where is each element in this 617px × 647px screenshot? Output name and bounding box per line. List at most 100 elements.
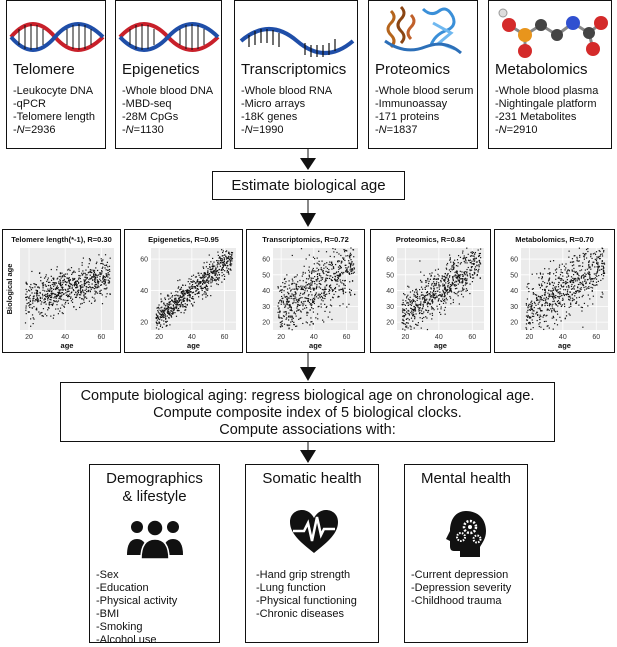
scatter-point	[407, 327, 409, 329]
scatter-point	[85, 285, 87, 288]
scatter-point	[228, 273, 230, 275]
scatter-point	[425, 280, 427, 282]
scatter-point	[419, 307, 421, 309]
scatter-point	[602, 269, 605, 272]
scatter-point	[322, 319, 324, 321]
scatter-point	[159, 325, 162, 328]
scatter-point	[212, 267, 214, 270]
scatter-point	[179, 295, 181, 297]
scatter-point	[404, 323, 406, 325]
scatter-point	[86, 282, 88, 284]
scatter-point	[296, 300, 299, 302]
scatter-point	[75, 280, 77, 282]
scatter-point	[462, 250, 464, 252]
scatter-point	[96, 261, 98, 263]
scatter-point	[574, 277, 576, 280]
scatter-point	[63, 305, 65, 307]
scatter-point	[182, 292, 184, 294]
scatter-point	[305, 281, 307, 284]
scatter-point	[202, 275, 204, 278]
scatter-point	[287, 307, 289, 309]
scatter-point	[223, 273, 225, 276]
scatter-point	[422, 297, 424, 299]
scatter-point	[196, 293, 198, 295]
scatter-point	[443, 293, 445, 295]
scatter-point	[478, 254, 481, 257]
scatter-point	[572, 299, 574, 301]
scatter-point	[94, 285, 96, 287]
scatter-point	[213, 261, 215, 263]
scatter-point	[51, 290, 53, 292]
scatter-point	[447, 278, 449, 280]
scatter-point	[187, 295, 189, 297]
scatter-point	[455, 274, 457, 277]
scatter-point	[278, 316, 280, 318]
scatter-point	[437, 299, 440, 301]
scatter-point	[433, 288, 435, 290]
scatter-point	[571, 261, 573, 263]
scatter-point	[561, 294, 563, 297]
scatter-point	[50, 275, 52, 277]
scatter-point	[578, 275, 580, 277]
scatter-point	[194, 293, 196, 296]
scatter-point	[431, 312, 433, 315]
scatter-point	[402, 315, 404, 317]
scatter-point	[163, 320, 165, 322]
scatter-point	[206, 277, 209, 279]
scatter-point	[575, 271, 577, 273]
scatter-point	[196, 285, 199, 287]
scatter-point	[460, 293, 463, 295]
scatter-point	[463, 288, 465, 290]
scatter-point	[158, 304, 160, 306]
scatter-point	[229, 256, 232, 258]
scatter-point	[217, 261, 219, 264]
scatter-point	[570, 288, 573, 290]
scatter-point	[529, 309, 531, 311]
scatter-point	[578, 279, 580, 281]
scatter-point	[309, 324, 311, 326]
scatter-point	[315, 296, 318, 298]
scatter-point	[218, 271, 220, 274]
scatter-point	[294, 291, 297, 293]
scatter-point	[181, 304, 184, 306]
scatter-point	[73, 284, 75, 286]
scatter-point	[55, 288, 57, 291]
scatter-point	[440, 281, 442, 283]
scatter-point	[529, 322, 531, 324]
scatter-point	[158, 312, 160, 314]
scatter-point	[447, 273, 449, 275]
scatter-point	[227, 265, 229, 267]
scatter-point	[57, 294, 60, 297]
scatter-point	[446, 299, 448, 301]
scatter-point	[577, 286, 579, 288]
scatter-point	[579, 281, 581, 284]
scatter-point	[328, 268, 330, 271]
scatter-point	[175, 299, 177, 301]
scatter-point	[329, 287, 332, 289]
scatter-point	[568, 250, 570, 252]
scatter-point	[167, 306, 169, 308]
scatter-point	[289, 290, 292, 292]
scatter-point	[281, 297, 283, 300]
scatter-point	[433, 292, 435, 295]
scatter-point	[533, 315, 535, 318]
scatter-point	[45, 293, 47, 295]
scatter-point	[435, 296, 437, 299]
scatter-point	[576, 290, 578, 292]
scatter-point	[315, 292, 317, 294]
scatter-point	[157, 309, 159, 312]
scatter-point	[49, 289, 51, 291]
scatter-point	[302, 287, 304, 289]
scatter-point	[450, 261, 452, 263]
scatter-point	[188, 292, 190, 294]
scatter-point	[207, 271, 209, 273]
scatter-point	[597, 256, 599, 259]
scatter-point	[544, 293, 546, 295]
omic-title: Metabolomics	[495, 61, 588, 78]
scatter-point	[326, 262, 328, 264]
scatter-point	[287, 301, 290, 303]
scatter-point	[569, 299, 571, 301]
scatter-point	[414, 307, 416, 309]
scatter-point	[432, 296, 434, 298]
